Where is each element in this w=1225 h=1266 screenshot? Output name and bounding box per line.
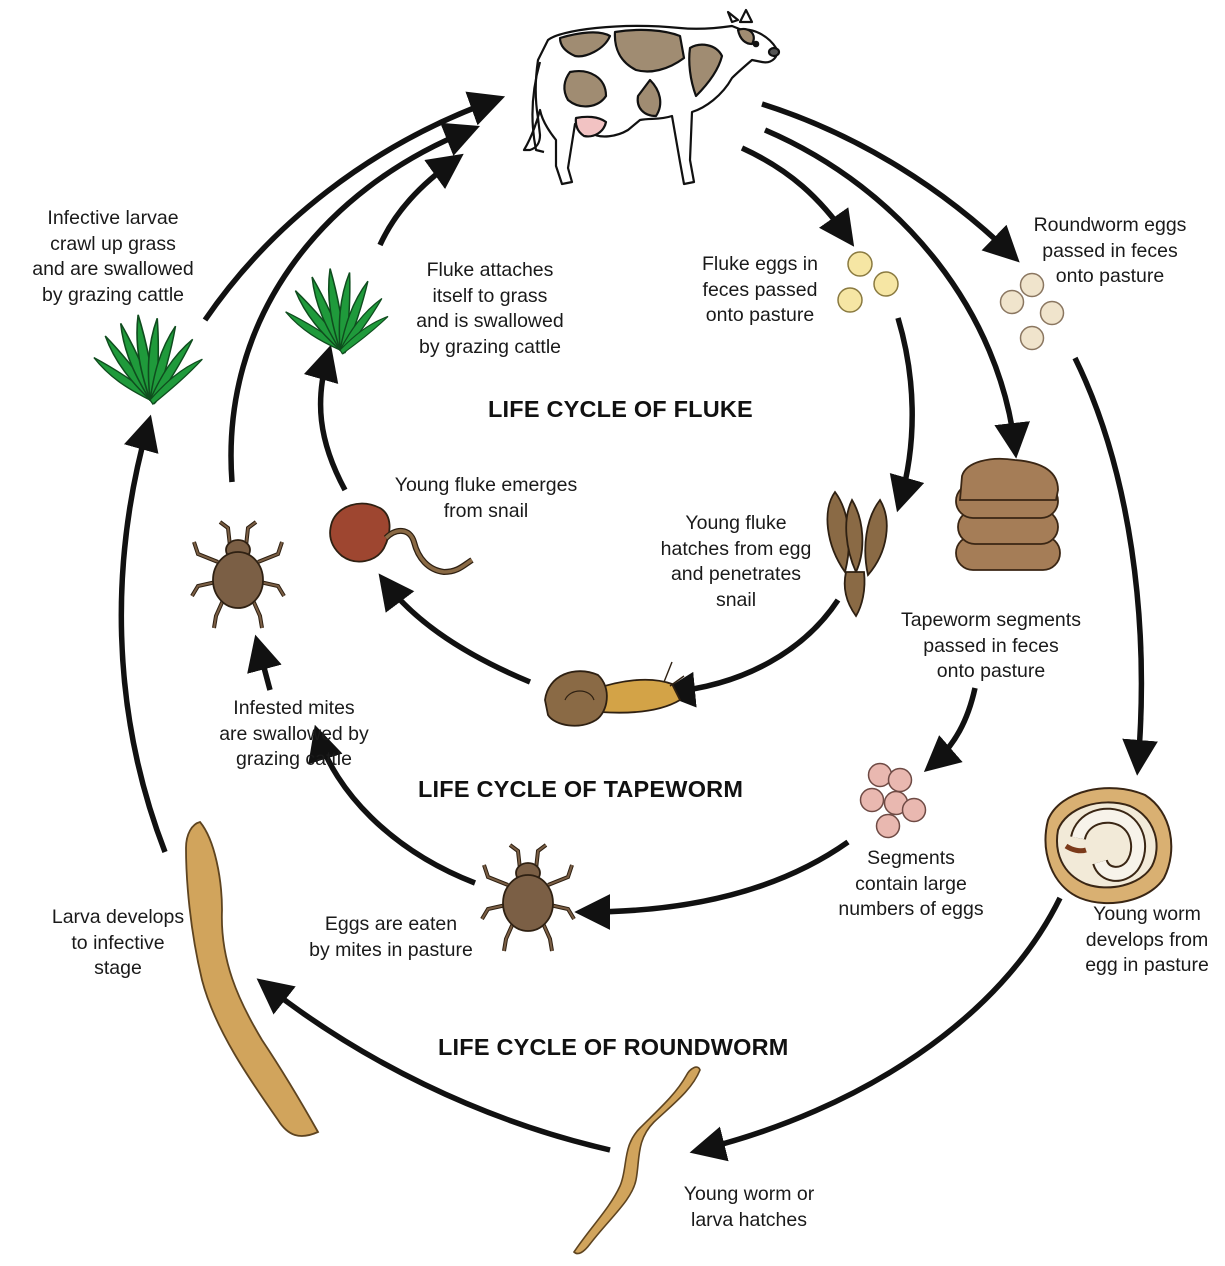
grass-icon: [92, 314, 207, 405]
arrow-roundworm-eggs-out: [762, 104, 1012, 255]
label-eggs-eaten: Eggs are eaten by mites in pasture: [290, 912, 492, 963]
tapeworm-segments-icon: [956, 459, 1060, 570]
tapeworm-egg-icon: [861, 764, 926, 838]
arrow-cyst-to-grass: [321, 355, 345, 490]
mite-icon: [192, 522, 284, 628]
arrow-fluke-eggs-to-larva: [898, 318, 912, 502]
curled-worm-icon: [1046, 788, 1172, 903]
title-tapeworm: LIFE CYCLE OF TAPEWORM: [418, 776, 743, 803]
arrow-segments-to-eggs: [932, 688, 975, 765]
grass-icon: [284, 268, 392, 355]
snail-icon: [545, 662, 684, 726]
cow-icon: [524, 10, 779, 184]
title-fluke: LIFE CYCLE OF FLUKE: [488, 396, 753, 423]
label-infested-mites: Infested mites are swallowed by grazing …: [204, 696, 384, 773]
label-segments-contain: Segments contain large numbers of eggs: [826, 846, 996, 923]
fluke-egg-icon: [838, 252, 898, 312]
arrow-larva-to-snail: [670, 600, 838, 692]
arrow-fluke-eggs-out: [742, 148, 848, 238]
arrow-roundworm-to-worm: [1075, 358, 1141, 765]
label-fluke-eggs: Fluke eggs in feces passed onto pasture: [680, 252, 840, 329]
title-roundworm: LIFE CYCLE OF ROUNDWORM: [438, 1034, 789, 1061]
label-young-fluke-emerges: Young fluke emerges from snail: [374, 473, 598, 524]
label-tapeworm-segments: Tapeworm segments passed in feces onto p…: [884, 608, 1098, 685]
arrow-worm-to-hatch: [700, 898, 1060, 1150]
label-fluke-attaches: Fluke attaches itself to grass and is sw…: [395, 258, 585, 360]
label-young-worm-develops: Young worm develops from egg in pasture: [1072, 902, 1222, 979]
label-roundworm-eggs: Roundworm eggs passed in feces onto past…: [1020, 213, 1200, 290]
arrow-hatch-to-larva: [265, 985, 610, 1150]
label-larva-develops: Larva develops to infective stage: [36, 905, 200, 982]
mite-icon: [482, 845, 574, 951]
arrow-larva-to-grass: [121, 425, 165, 852]
fluke-larva-icon: [827, 492, 886, 616]
label-infective-larvae: Infective larvae crawl up grass and are …: [8, 206, 218, 308]
arrow-snail-to-cyst: [385, 582, 530, 682]
arrow-eggs-to-mite: [585, 842, 848, 912]
larva-icon: [186, 822, 318, 1136]
label-young-fluke-hatches: Young fluke hatches from egg and penetra…: [646, 511, 826, 613]
arrow-mites-up: [258, 645, 270, 690]
label-young-worm-hatches: Young worm or larva hatches: [664, 1182, 834, 1233]
